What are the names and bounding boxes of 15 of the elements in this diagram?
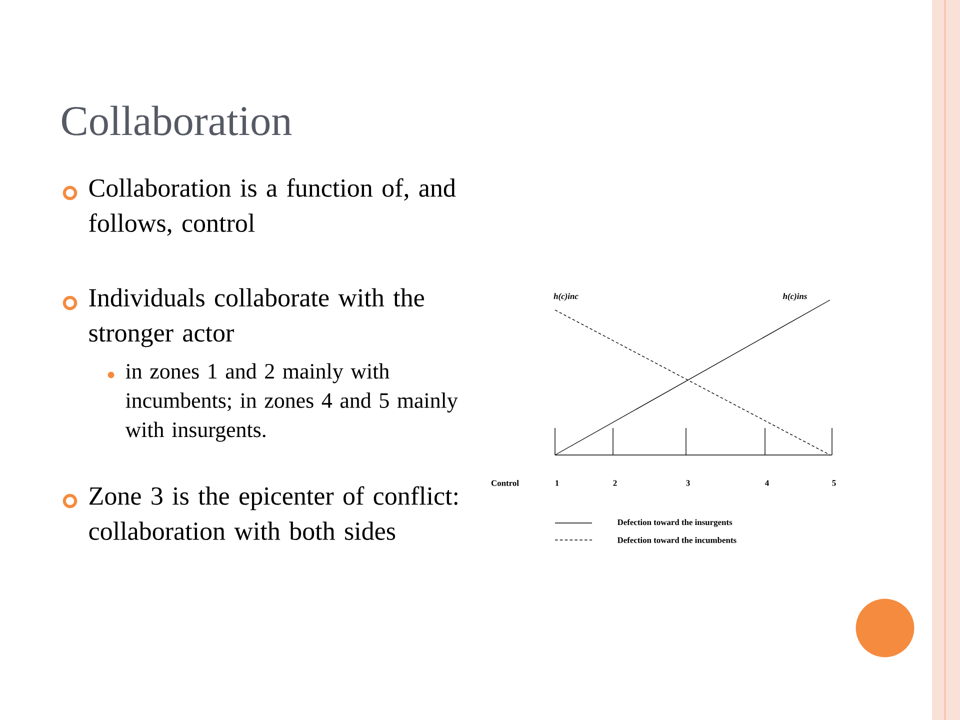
line-label: h(c)inc — [554, 293, 578, 301]
tick-label: 2 — [613, 480, 617, 486]
axis-label: Control — [491, 480, 519, 486]
line-label: h(c)ins — [782, 293, 807, 301]
legend-text: Defection toward the incumbents — [617, 536, 736, 544]
bullet-text: Individuals collaborate with the stronger actor — [89, 288, 424, 348]
tick-label: 4 — [765, 480, 769, 486]
tick-label: 3 — [686, 480, 690, 486]
tick-label: 1 — [556, 480, 559, 486]
bullet-text: in zones 1 and 2 mainly with incumbents; in zones 4 and 5 mainly with insurgents. — [125, 363, 458, 442]
bullet-text: Zone 3 is the epicenter of conflict: collaboration with both sides — [89, 486, 458, 540]
legend-text: Defection toward the insurgents — [617, 519, 732, 527]
bullet-text: Collaboration is a function of, and follows, control — [89, 178, 456, 236]
tick-label: 5 — [832, 480, 836, 486]
slide-title: Collaboration — [62, 106, 292, 136]
